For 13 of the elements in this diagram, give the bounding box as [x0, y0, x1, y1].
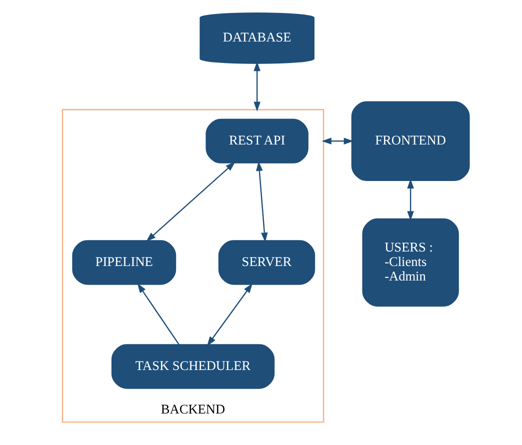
arrow [137, 283, 180, 345]
arrow [322, 138, 354, 144]
node-box: SERVER [218, 240, 316, 285]
arrow [254, 61, 260, 112]
arrow [146, 162, 236, 242]
arrow [206, 283, 253, 346]
node-box: USERS : -Clients -Admin [362, 218, 459, 307]
arrow [407, 178, 414, 221]
arrow [256, 161, 268, 242]
node-box: TASK SCHEDULER [111, 344, 275, 389]
node-box: REST API [206, 118, 308, 164]
node-box: PIPELINE [72, 240, 176, 285]
node-box: FRONTEND [351, 101, 470, 181]
